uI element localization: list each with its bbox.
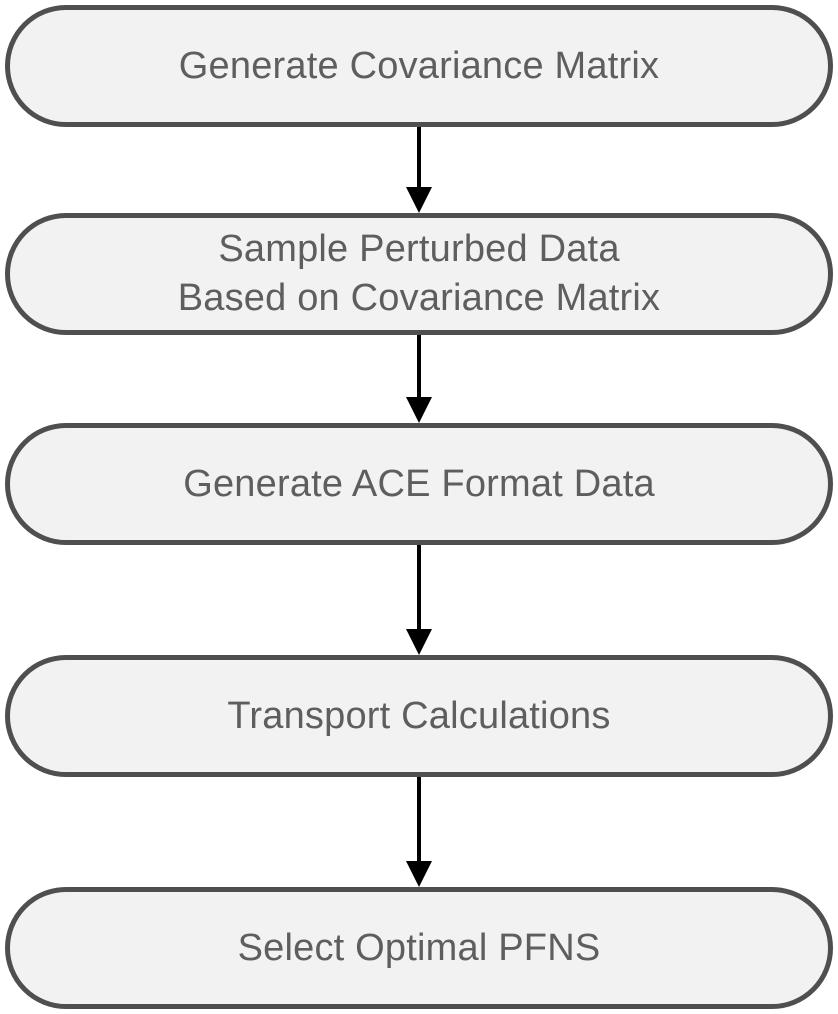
arrow-head [406,861,432,887]
node-label: Select Optimal PFNS [237,926,601,969]
node-generate-covariance-matrix: Generate Covariance Matrix [5,5,833,127]
arrow-head [406,629,432,655]
down-arrow-icon [5,777,833,887]
arrow-head [406,397,432,423]
node-sample-perturbed-data: Sample Perturbed Data Based on Covarianc… [5,213,833,335]
node-label: Sample Perturbed Data [218,228,620,271]
arrow-shaft [417,545,421,630]
down-arrow-icon [5,545,833,655]
arrow-shaft [417,335,421,398]
arrow-shaft [417,127,421,188]
down-arrow-icon [5,335,833,423]
down-arrow-icon [5,127,833,213]
node-select-optimal-pfns: Select Optimal PFNS [5,887,833,1009]
node-label: Generate Covariance Matrix [178,44,660,87]
arrow-shaft [417,777,421,862]
node-generate-ace-format-data: Generate ACE Format Data [5,423,833,545]
node-transport-calculations: Transport Calculations [5,655,833,777]
node-label: Based on Covariance Matrix [177,277,661,319]
node-label: Transport Calculations [227,694,611,737]
arrow-head [406,187,432,213]
node-label: Generate ACE Format Data [183,462,655,505]
